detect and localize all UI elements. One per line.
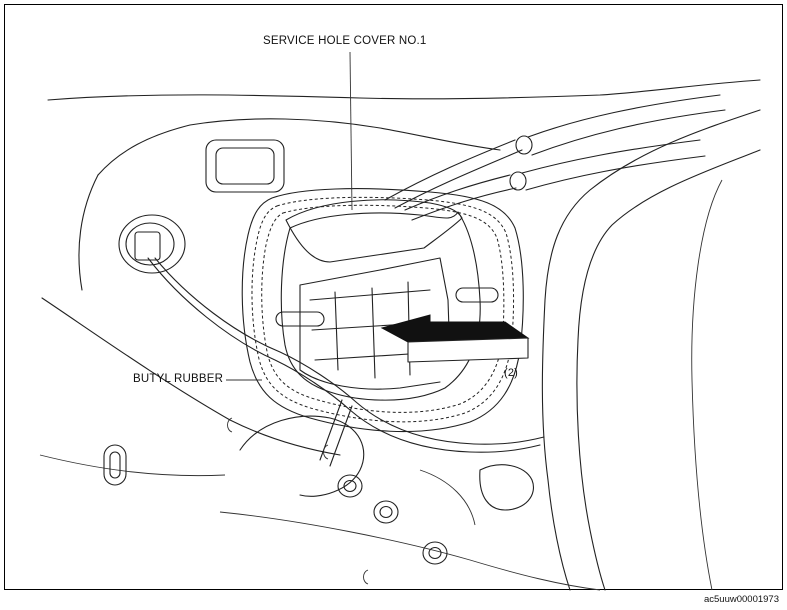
door-right-frame-inner bbox=[576, 149, 761, 591]
butyl-rubber-label: BUTYL RUBBER bbox=[133, 373, 224, 385]
grommet-connector bbox=[134, 231, 161, 261]
clip-mark-1 bbox=[227, 417, 233, 433]
cover-flap-peeled bbox=[285, 199, 463, 263]
door-bottom-edge bbox=[219, 511, 601, 591]
butyl-rubber-inner bbox=[261, 204, 505, 413]
service-hole-cover-label: SERVICE HOLE COVER NO.1 bbox=[263, 35, 427, 47]
service-hole-outer bbox=[241, 188, 524, 433]
upper-panel-hole bbox=[205, 139, 285, 193]
door-inner-contour bbox=[97, 118, 501, 176]
lower-left-slot bbox=[103, 444, 127, 486]
cover-clip-right bbox=[455, 287, 499, 303]
service-hole-cover-sheet bbox=[280, 211, 481, 401]
wire-harness-lower bbox=[154, 257, 545, 445]
step-number-label: (2) bbox=[504, 367, 519, 379]
lower-pocket-curve bbox=[419, 469, 476, 526]
door-right-frame bbox=[541, 109, 761, 591]
upper-panel-hole-inner bbox=[215, 147, 275, 185]
clip-mark-3 bbox=[363, 569, 369, 585]
image-id-code: ac5uuw00001973 bbox=[703, 594, 779, 605]
lock-cable-1-upper bbox=[384, 139, 516, 201]
door-lower-curve bbox=[39, 454, 226, 477]
diagram-frame bbox=[4, 4, 783, 590]
lock-cable-2-end bbox=[509, 171, 527, 191]
lower-bolt-2 bbox=[373, 500, 399, 524]
lock-cable-2-sheath bbox=[521, 139, 706, 191]
lower-bolt-3 bbox=[422, 541, 448, 565]
lower-left-slot-inner bbox=[109, 451, 121, 479]
lower-bolt-1 bbox=[337, 474, 363, 498]
door-diagonal-line bbox=[41, 297, 341, 456]
lock-cable-1-end bbox=[515, 135, 533, 155]
cover-clip-left bbox=[275, 311, 325, 327]
lower-bolt-3-inner bbox=[428, 546, 442, 560]
lower-bolt-1-inner bbox=[343, 479, 357, 493]
wire-harness-upper bbox=[147, 257, 541, 453]
lock-cable-2-upper bbox=[404, 174, 511, 211]
door-left-contour bbox=[78, 174, 99, 291]
lower-right-hinge-tab bbox=[479, 464, 534, 511]
removal-direction-arrow bbox=[380, 314, 530, 363]
cover-frame-rib-outer bbox=[299, 257, 451, 390]
lower-bolt-2-inner bbox=[379, 505, 393, 519]
lock-cable-1-sheath bbox=[527, 94, 726, 156]
door-upper-edge bbox=[47, 79, 761, 101]
leader-service-hole-cover bbox=[349, 51, 353, 211]
butyl-rubber-outer bbox=[251, 196, 515, 423]
door-right-edge bbox=[691, 179, 723, 591]
grommet-inner bbox=[125, 222, 175, 266]
grommet-outer bbox=[118, 214, 186, 274]
lower-bracket bbox=[239, 415, 365, 497]
lock-cable-2-lower bbox=[411, 187, 517, 221]
